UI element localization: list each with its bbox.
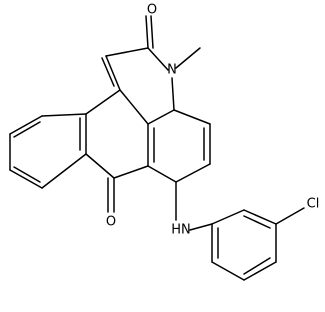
bond bbox=[145, 15, 149, 49]
bond bbox=[147, 109, 175, 125]
ketone-oxygen-label: O bbox=[106, 215, 116, 230]
bond bbox=[243, 257, 271, 275]
bonds bbox=[9, 15, 305, 281]
bond bbox=[113, 165, 149, 179]
bond bbox=[85, 153, 115, 179]
lactam-oxygen-label: O bbox=[147, 3, 157, 18]
bond bbox=[105, 55, 121, 91]
bond bbox=[173, 109, 211, 125]
amine-label: HN bbox=[171, 223, 191, 238]
bond bbox=[119, 89, 149, 125]
bond bbox=[13, 121, 41, 138]
bond bbox=[243, 215, 271, 229]
bond bbox=[211, 261, 245, 281]
bond bbox=[9, 115, 43, 135]
bond bbox=[101, 57, 115, 87]
bond bbox=[147, 165, 177, 183]
bond bbox=[275, 207, 305, 225]
ring-nitrogen-label: N bbox=[167, 63, 177, 78]
bond bbox=[41, 153, 87, 189]
bond bbox=[9, 169, 43, 189]
bond bbox=[171, 77, 175, 111]
bond bbox=[211, 209, 245, 225]
bond bbox=[243, 209, 277, 225]
atom-labels: O N O HN Cl bbox=[106, 3, 319, 238]
bond bbox=[41, 113, 87, 117]
bond bbox=[105, 47, 149, 57]
bond bbox=[243, 261, 277, 281]
bond bbox=[189, 223, 213, 231]
chlorine-label: Cl bbox=[307, 197, 320, 212]
bond bbox=[85, 89, 121, 115]
bond bbox=[13, 166, 41, 183]
bond bbox=[175, 163, 211, 183]
bond bbox=[150, 15, 154, 49]
bond bbox=[147, 47, 169, 71]
bond bbox=[175, 47, 201, 69]
